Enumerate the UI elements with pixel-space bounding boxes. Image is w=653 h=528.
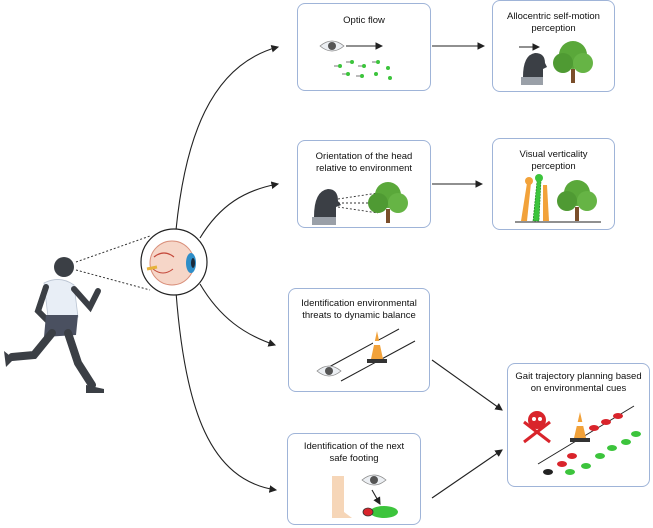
verticality-illustration [515, 174, 601, 223]
gait-planning-label: Gait trajectory planning based on enviro… [515, 371, 642, 394]
head-orientation-illustration [312, 182, 408, 225]
gait-planning-illustration [523, 405, 641, 475]
eye-icon [316, 365, 342, 377]
optic-flow-illustration [319, 40, 392, 80]
box-head-orientation: Orientation of the head relative to envi… [297, 140, 431, 228]
optic-flow-label: Optic flow [343, 15, 385, 26]
runner-icon [4, 257, 104, 393]
box-gait-planning: Gait trajectory planning based on enviro… [507, 363, 650, 487]
safe-footing-label: Identification of the next safe footing [303, 441, 405, 464]
threats-illustration [316, 328, 416, 382]
box-optic-flow: Optic flow [297, 3, 431, 91]
arrow-threats-to-gait [431, 359, 503, 411]
head-icon [521, 53, 547, 85]
footprint-icon [543, 413, 641, 475]
skull-crossbones-icon [523, 411, 551, 444]
eyeball-icon [140, 228, 208, 296]
tree-icon [557, 180, 597, 221]
box-safe-footing: Identification of the next safe footing [287, 433, 421, 525]
cone-icon [570, 412, 590, 442]
arrow-footing-to-gait [431, 449, 503, 499]
cone-icon [367, 331, 387, 363]
head-icon [312, 189, 341, 225]
tree-icon [368, 182, 408, 223]
arrow-eye-to-head-orientation [199, 181, 280, 239]
sight-line-bottom [75, 269, 151, 291]
box-visual-verticality: Visual verticality perception [492, 138, 615, 230]
tilted-figure-icon [521, 174, 549, 222]
threats-label: Identification environmental threats to … [301, 298, 417, 321]
box-threats: Identification environmental threats to … [288, 288, 430, 392]
arrow-eye-to-optic-flow [175, 44, 280, 231]
box-allocentric: Allocentric self-motion perception [492, 0, 615, 92]
arrow-eye-to-safe-footing [175, 291, 278, 493]
visual-verticality-label: Visual verticality perception [519, 149, 588, 172]
leg-icon [332, 476, 352, 518]
eye-icon [319, 40, 345, 52]
safe-footing-illustration [332, 474, 398, 518]
allocentric-label: Allocentric self-motion perception [507, 11, 600, 34]
allocentric-illustration [519, 41, 593, 85]
sight-line-top [75, 235, 151, 263]
tree-icon [553, 41, 593, 83]
eye-icon [361, 474, 387, 486]
footprint-icon [362, 506, 398, 518]
head-orientation-label: Orientation of the head relative to envi… [315, 151, 413, 174]
arrow-eye-to-threats [199, 283, 277, 347]
